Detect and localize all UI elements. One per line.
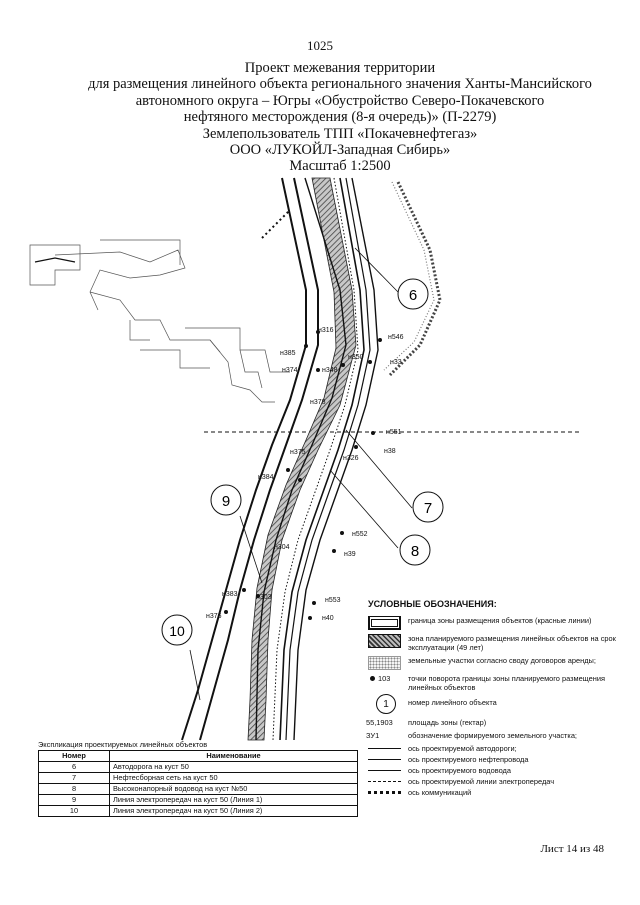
legend-line-item: ось проектируемого водовода [368, 766, 628, 777]
point-label: н374 [282, 367, 298, 374]
red-line-swatch [368, 616, 401, 630]
point-label: н383 [222, 591, 238, 598]
point-labels: н316 н385 н374 н348 н350 н546 н33 н551 н… [206, 327, 404, 622]
sheet-label: Лист 14 из 48 [540, 843, 604, 855]
point-label: н551 [386, 429, 402, 436]
object-circle-8: 8 [399, 534, 431, 566]
legend-line-item: ось коммуникаций [368, 788, 628, 799]
legend-text: земельные участки согласно своду договор… [408, 656, 596, 665]
point-label: н33 [390, 359, 402, 366]
legend-item: земельные участки согласно своду договор… [368, 656, 628, 670]
power-lines [181, 177, 319, 741]
legend-text: номер линейного объекта [408, 698, 497, 707]
title-line: автономного округа – Югры «Обустройство … [135, 92, 545, 109]
area-swatch: 55,1903 [366, 718, 393, 727]
point-label: н38 [384, 448, 396, 455]
legend-text: обозначение формируемого земельного учас… [408, 731, 577, 740]
legend-heading: УСЛОВНЫЕ ОБОЗНАЧЕНИЯ: [368, 599, 497, 609]
communication-line [388, 181, 442, 377]
legend-line-item: ось проектируемого нефтепровода [368, 755, 628, 766]
point-label: н378 [310, 399, 326, 406]
header-number: Номер [38, 750, 110, 762]
legend-text: граница зоны размещения объектов (красны… [408, 616, 592, 625]
object-circle-7: 7 [412, 491, 444, 523]
point-label: н553 [325, 597, 341, 604]
point-label: н546 [388, 334, 404, 341]
object-circle-6: 6 [397, 278, 429, 310]
legend-item: зона планируемого размещения линейных об… [368, 634, 628, 652]
title-line: ООО «ЛУКОЙЛ-Западная Сибирь» [229, 142, 451, 159]
legend-text: точки поворота границы зоны планируемого… [408, 674, 606, 692]
legend-line-item: ось проектируемой автодороги; [368, 744, 628, 755]
explication-title: Экспликация проектируемых линейных объек… [38, 740, 208, 749]
legend-text: площадь зоны (гектар) [408, 718, 487, 727]
point-swatch: 103 [368, 674, 401, 684]
leased-parcels [29, 239, 290, 403]
point-label: н303 [256, 594, 272, 601]
point-label: н39 [344, 551, 356, 558]
title-line: для размещения линейного объекта региона… [88, 76, 592, 93]
dots-swatch [368, 656, 401, 670]
point-label: н40 [322, 615, 334, 622]
object-number: 8 [411, 543, 419, 560]
legend-item: 103 точки поворота границы зоны планируе… [368, 674, 628, 692]
legend-line-item: ось проектируемой линии электропередач [368, 777, 628, 788]
page-number: 1025 [307, 38, 333, 53]
legend-text: зона планируемого размещения линейных об… [408, 634, 616, 652]
point-label: н376 [206, 613, 222, 620]
object-number: 10 [169, 623, 185, 639]
object-circle-9: 9 [210, 484, 242, 516]
title-line: Масштаб 1:2500 [289, 158, 391, 175]
point-label: н304 [274, 544, 290, 551]
legend-item: 1 номер линейного объекта [368, 694, 628, 714]
point-label: н350 [348, 354, 364, 361]
document-title: Проект межевания территории для размещен… [40, 60, 640, 175]
planned-zone [247, 177, 357, 741]
legend-item: граница зоны размещения объектов (красны… [368, 616, 628, 630]
legend-item: 55,1903 площадь зоны (гектар) [366, 718, 628, 727]
object-number: 9 [222, 493, 230, 510]
hatch-swatch [368, 634, 401, 648]
object-circle-10: 10 [161, 614, 193, 646]
point-label: н385 [280, 350, 296, 357]
object-number: 6 [409, 287, 417, 304]
circle-swatch: 1 [376, 694, 396, 714]
legend: УСЛОВНЫЕ ОБОЗНАЧЕНИЯ: граница зоны разме… [366, 599, 628, 799]
point-label: н384 [258, 474, 274, 481]
title-line: нефтяного месторождения (8-я очередь)» (… [183, 109, 497, 126]
explication-table: Экспликация проектируемых линейных объек… [38, 740, 358, 817]
point-label: н316 [318, 327, 334, 334]
point-label: н348 [322, 367, 338, 374]
point-label: н326 [343, 455, 359, 462]
point-label: н552 [352, 531, 368, 538]
header-name: Наименование [109, 750, 358, 762]
legend-item: ЗУ1 обозначение формируемого земельного … [366, 731, 628, 740]
object-number: 7 [424, 500, 432, 517]
point-label: н375 [290, 449, 306, 456]
pipelines [272, 177, 371, 741]
title-line: Проект межевания территории [244, 60, 436, 76]
title-line: Землепользователь ТПП «Покачевнефтегаз» [202, 125, 478, 142]
parcel-swatch: ЗУ1 [366, 731, 380, 740]
